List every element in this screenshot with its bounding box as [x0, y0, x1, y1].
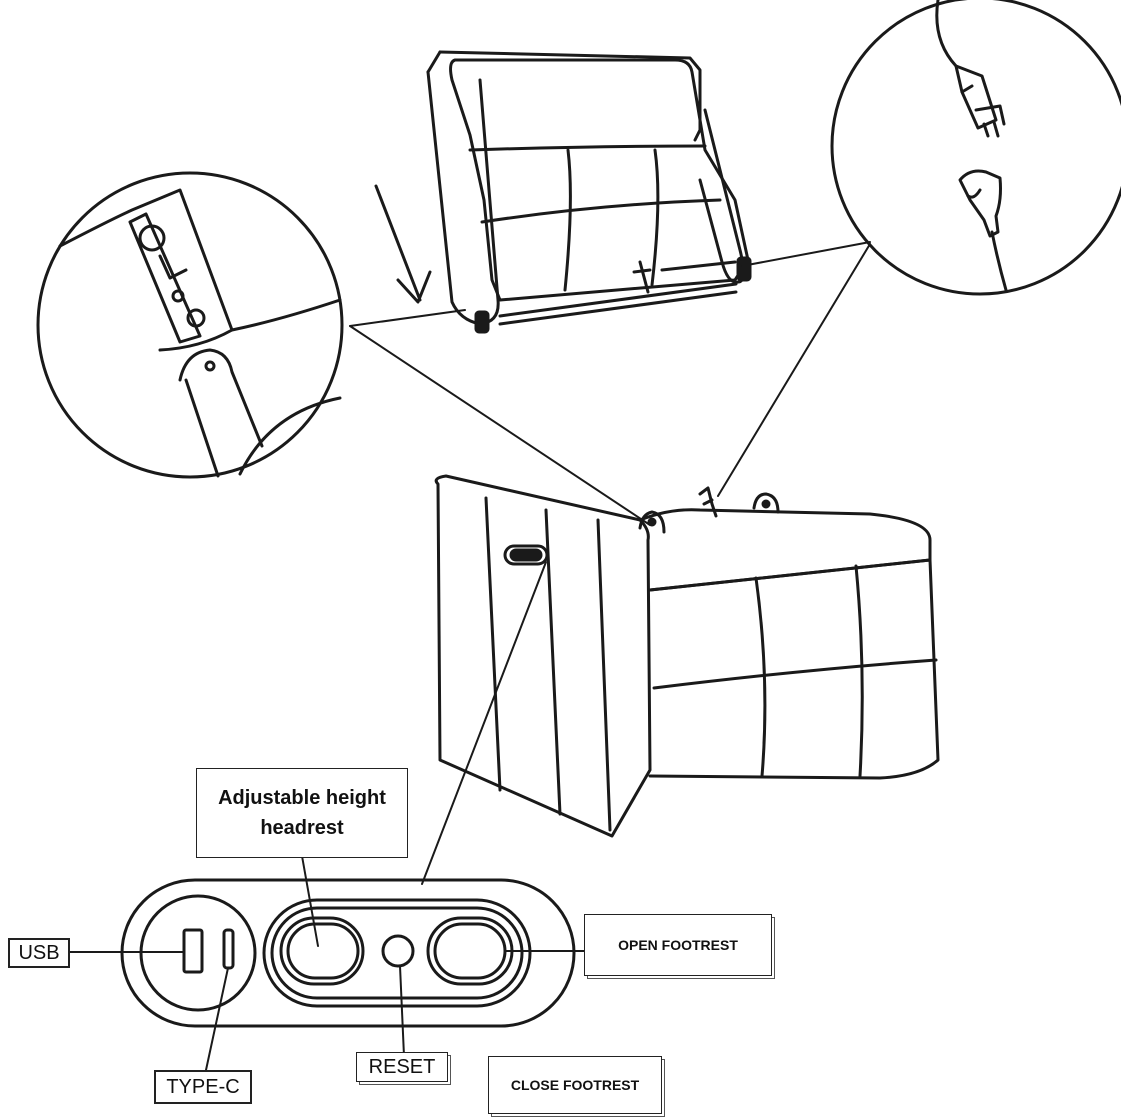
control-panel-illustration [120, 878, 576, 1028]
usb-label: USB [8, 938, 70, 968]
seat-base-illustration [434, 474, 940, 838]
close-footrest-label: CLOSE FOOTREST [488, 1056, 662, 1114]
type-c-label-text: TYPE-C [166, 1075, 240, 1098]
headrest-label-text: Adjustable height headrest [218, 787, 386, 839]
callout-lines [349, 241, 871, 526]
usb-label-text: USB [18, 941, 60, 964]
open-footrest-label: OPEN FOOTREST [584, 914, 772, 976]
cable-plug-detail-circle [830, 0, 1121, 296]
close-footrest-label-text: CLOSE FOOTREST [510, 1077, 640, 1093]
open-footrest-label-text: OPEN FOOTREST [618, 937, 738, 953]
type-c-label: TYPE-C [154, 1070, 252, 1104]
backrest-illustration [426, 50, 752, 334]
reset-label-text: RESET [368, 1055, 436, 1078]
label-leaders [69, 855, 587, 1071]
headrest-label: Adjustable height headrest [196, 768, 408, 858]
bracket-detail-circle [36, 171, 344, 479]
down-arrow-icon [374, 184, 432, 304]
reset-label: RESET [356, 1052, 448, 1082]
